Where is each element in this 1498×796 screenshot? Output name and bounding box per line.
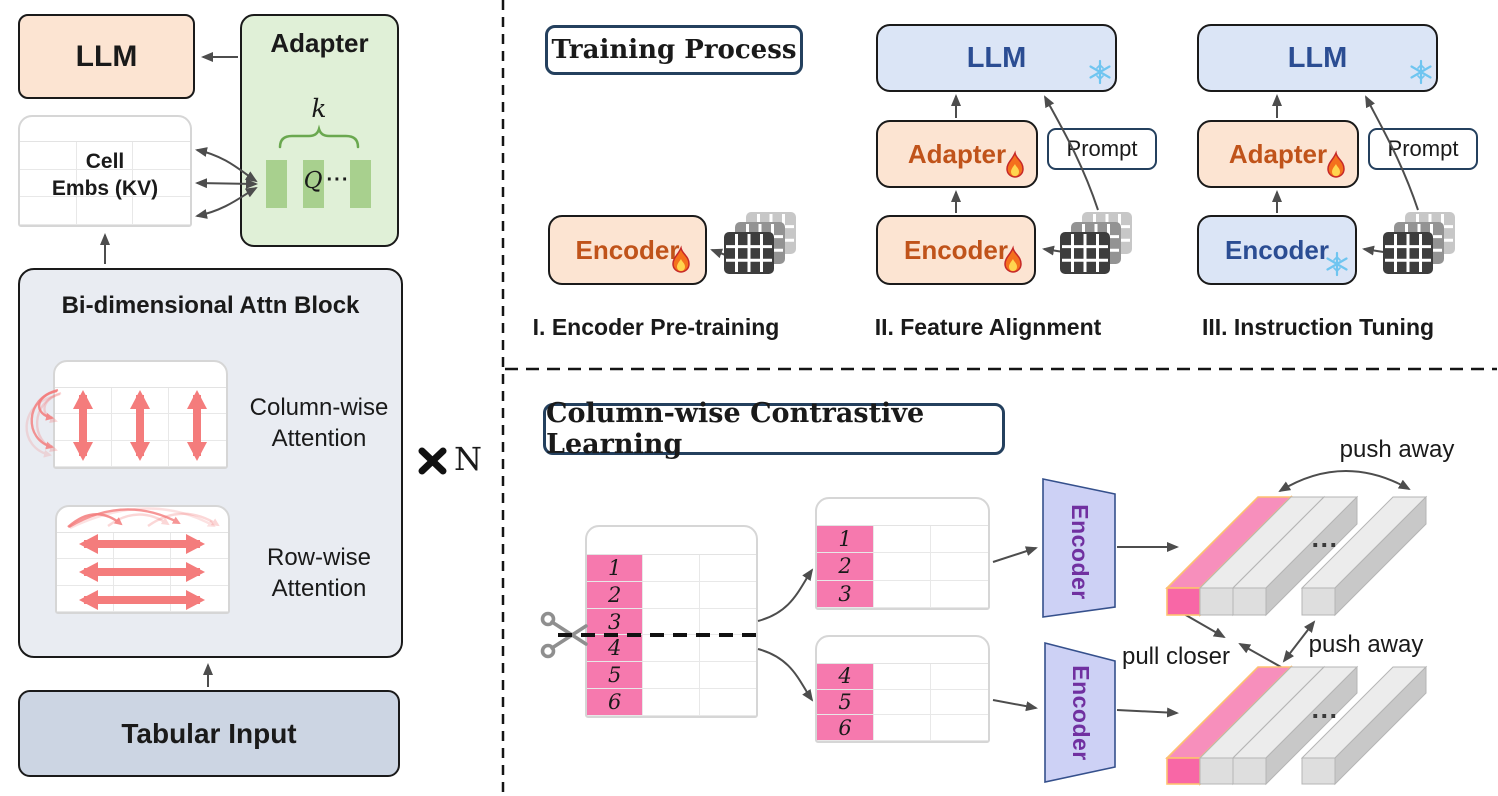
- row-cell: 4: [817, 664, 874, 690]
- bars-ellipsis-top: ···: [1311, 530, 1339, 560]
- contrastive-title: Column-wise Contrastive Learning: [543, 398, 1005, 460]
- q-label: Q: [303, 168, 323, 194]
- llm-label: LLM: [75, 39, 138, 73]
- stage2-label: II. Feature Alignment: [874, 314, 1102, 340]
- arrow-grid-to-encoder-1: [710, 248, 732, 259]
- training-process-title: Training Process: [545, 25, 803, 75]
- row-cell: 6: [817, 715, 874, 741]
- arrow-pull-closer-a: [1183, 613, 1226, 638]
- row-cell: 4: [587, 635, 644, 663]
- column-attention-label: Column-wise Attention: [249, 394, 389, 452]
- pink-bar: [1165, 665, 1293, 786]
- arrow-split-to-encoder-top: [992, 546, 1038, 563]
- stage1-label: I. Encoder Pre-training: [532, 314, 780, 340]
- split-table-bottom: 4 5 6: [815, 635, 990, 743]
- row-cell: 2: [817, 553, 874, 581]
- arrow-grid-to-encoder-2: [1042, 245, 1071, 256]
- table-stack-icon-3: [1383, 212, 1455, 274]
- push-away-top-label: push away: [1339, 436, 1455, 463]
- push-away-bottom-label: push away: [1308, 631, 1424, 658]
- stage3-label: III. Instruction Tuning: [1201, 314, 1435, 340]
- table-stack-icon-1: [724, 212, 796, 274]
- q-ellipsis: ···: [326, 169, 350, 191]
- row-cell: 5: [817, 689, 874, 716]
- query-token-3: [350, 160, 371, 208]
- row-cell: 3: [817, 580, 874, 608]
- repeat-n-label: N: [454, 440, 482, 478]
- stage2-adapter-box: Adapter: [876, 120, 1038, 188]
- adapter-label: Adapter: [270, 28, 369, 58]
- embedding-bars-bottom: [1165, 665, 1428, 786]
- stage3-adapter-box: Adapter: [1197, 120, 1359, 188]
- bars-ellipsis-bottom: ···: [1311, 701, 1339, 731]
- row-cell: 6: [587, 689, 644, 716]
- arrow-table-to-top-split: [757, 568, 814, 622]
- row-attention-table: [55, 505, 230, 614]
- row-cell: 1: [817, 526, 874, 554]
- contrastive-source-table: 1 2 3 4 5 6: [585, 525, 758, 718]
- k-label: k: [311, 94, 327, 123]
- stage3-llm-box: LLM: [1197, 24, 1438, 92]
- row-cell: 1: [587, 555, 644, 582]
- stage3-prompt-box: Prompt: [1368, 128, 1478, 170]
- pull-closer-label: pull closer: [1121, 643, 1231, 670]
- tabular-input-box: Tabular Input: [18, 690, 400, 777]
- arrow-pull-closer-b: [1238, 643, 1282, 668]
- split-table-top: 1 2 3: [815, 497, 990, 610]
- stage3-encoder-box: Encoder: [1197, 215, 1357, 285]
- arrow-push-away-top: [1278, 470, 1411, 493]
- stage1-encoder-box: Encoder: [548, 215, 707, 285]
- encoder-trapezoid-top-label: Encoder: [1067, 504, 1093, 600]
- llm-box-left: LLM: [18, 14, 195, 99]
- pink-bar: [1165, 495, 1293, 617]
- arrow-grid-to-encoder-3: [1362, 245, 1391, 256]
- table-stack-icon-2: [1060, 212, 1132, 274]
- table-header: [20, 117, 190, 142]
- cell-embs-label: Cell Embs (KV): [51, 150, 159, 200]
- multiply-icon: [418, 447, 447, 475]
- row-cell: 5: [587, 662, 644, 690]
- query-token-2: [303, 160, 324, 208]
- query-token-1: [266, 160, 287, 208]
- stage2-prompt-box: Prompt: [1047, 128, 1157, 170]
- tabular-input-label: Tabular Input: [121, 717, 297, 749]
- encoder-trapezoid-bottom-label: Encoder: [1068, 665, 1094, 761]
- arrow-table-to-bottom-split: [757, 648, 814, 702]
- table-grid: [20, 142, 190, 225]
- row-cell: 2: [587, 581, 644, 609]
- scissors-icon: [540, 611, 588, 659]
- row-cell: 3: [587, 608, 644, 636]
- stage2-encoder-box: Encoder: [876, 215, 1036, 285]
- cell-embs-table: [18, 115, 192, 227]
- column-attention-table: [53, 360, 228, 469]
- stage2-llm-box: LLM: [876, 24, 1117, 92]
- arrow-split-to-encoder-bottom: [992, 699, 1038, 712]
- row-attention-label: Row-wise Attention: [266, 544, 371, 602]
- embedding-bars-top: [1165, 495, 1428, 617]
- attn-block-title: Bi-dimensional Attn Block: [61, 292, 360, 319]
- arrow-encoder-bottom-to-bars: [1116, 707, 1179, 718]
